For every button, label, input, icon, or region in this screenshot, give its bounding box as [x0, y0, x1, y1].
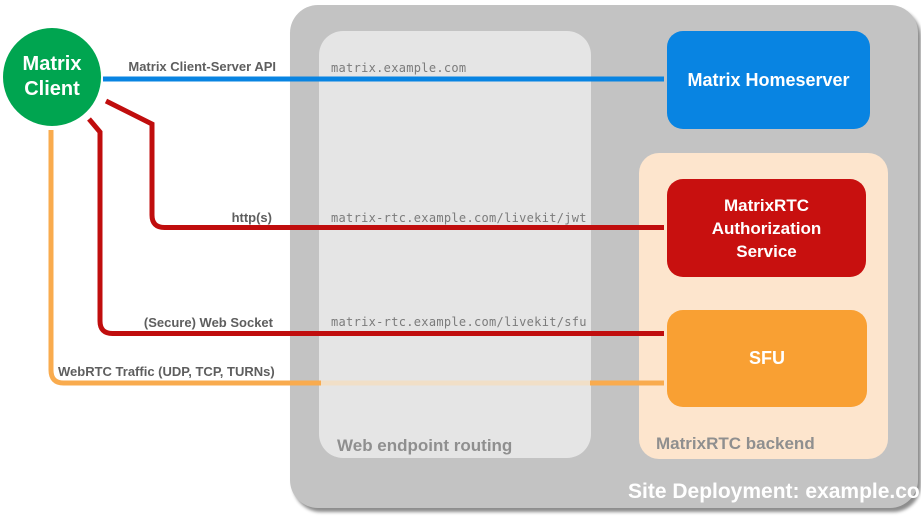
matrixrtc-authorization-service-node: MatrixRTC Authorization Service	[667, 179, 866, 277]
matrixrtc-authorization-service-label: MatrixRTC Authorization Service	[711, 195, 822, 261]
site-deployment-label: Site Deployment: example.com	[628, 480, 921, 503]
https-arrow-label: http(s)	[231, 210, 272, 225]
webrtc-traffic-arrow-label: WebRTC Traffic (UDP, TCP, TURNs)	[58, 364, 275, 379]
endpoint-livekit-sfu: matrix-rtc.example.com/livekit/sfu	[331, 315, 587, 329]
web-endpoint-routing-label: Web endpoint routing	[337, 436, 513, 455]
websocket-arrow-label: (Secure) Web Socket	[143, 315, 273, 330]
matrix-client-node: Matrix Client	[3, 28, 101, 126]
sfu-label: SFU	[749, 348, 785, 368]
sfu-node: SFU	[667, 310, 867, 407]
endpoint-livekit-jwt: matrix-rtc.example.com/livekit/jwt	[331, 211, 587, 225]
endpoint-matrix-example-com: matrix.example.com	[331, 61, 467, 75]
matrix-homeserver-label: Matrix Homeserver	[687, 69, 850, 90]
matrixrtc-backend-label: MatrixRTC backend	[656, 434, 815, 453]
matrix-client-label-line2: Client	[24, 78, 80, 100]
matrix-homeserver-node: Matrix Homeserver	[667, 31, 870, 129]
web-endpoint-routing-box	[319, 31, 591, 458]
client-server-api-arrow-label: Matrix Client-Server API	[128, 59, 276, 74]
matrix-client-label-line1: Matrix	[22, 53, 82, 75]
